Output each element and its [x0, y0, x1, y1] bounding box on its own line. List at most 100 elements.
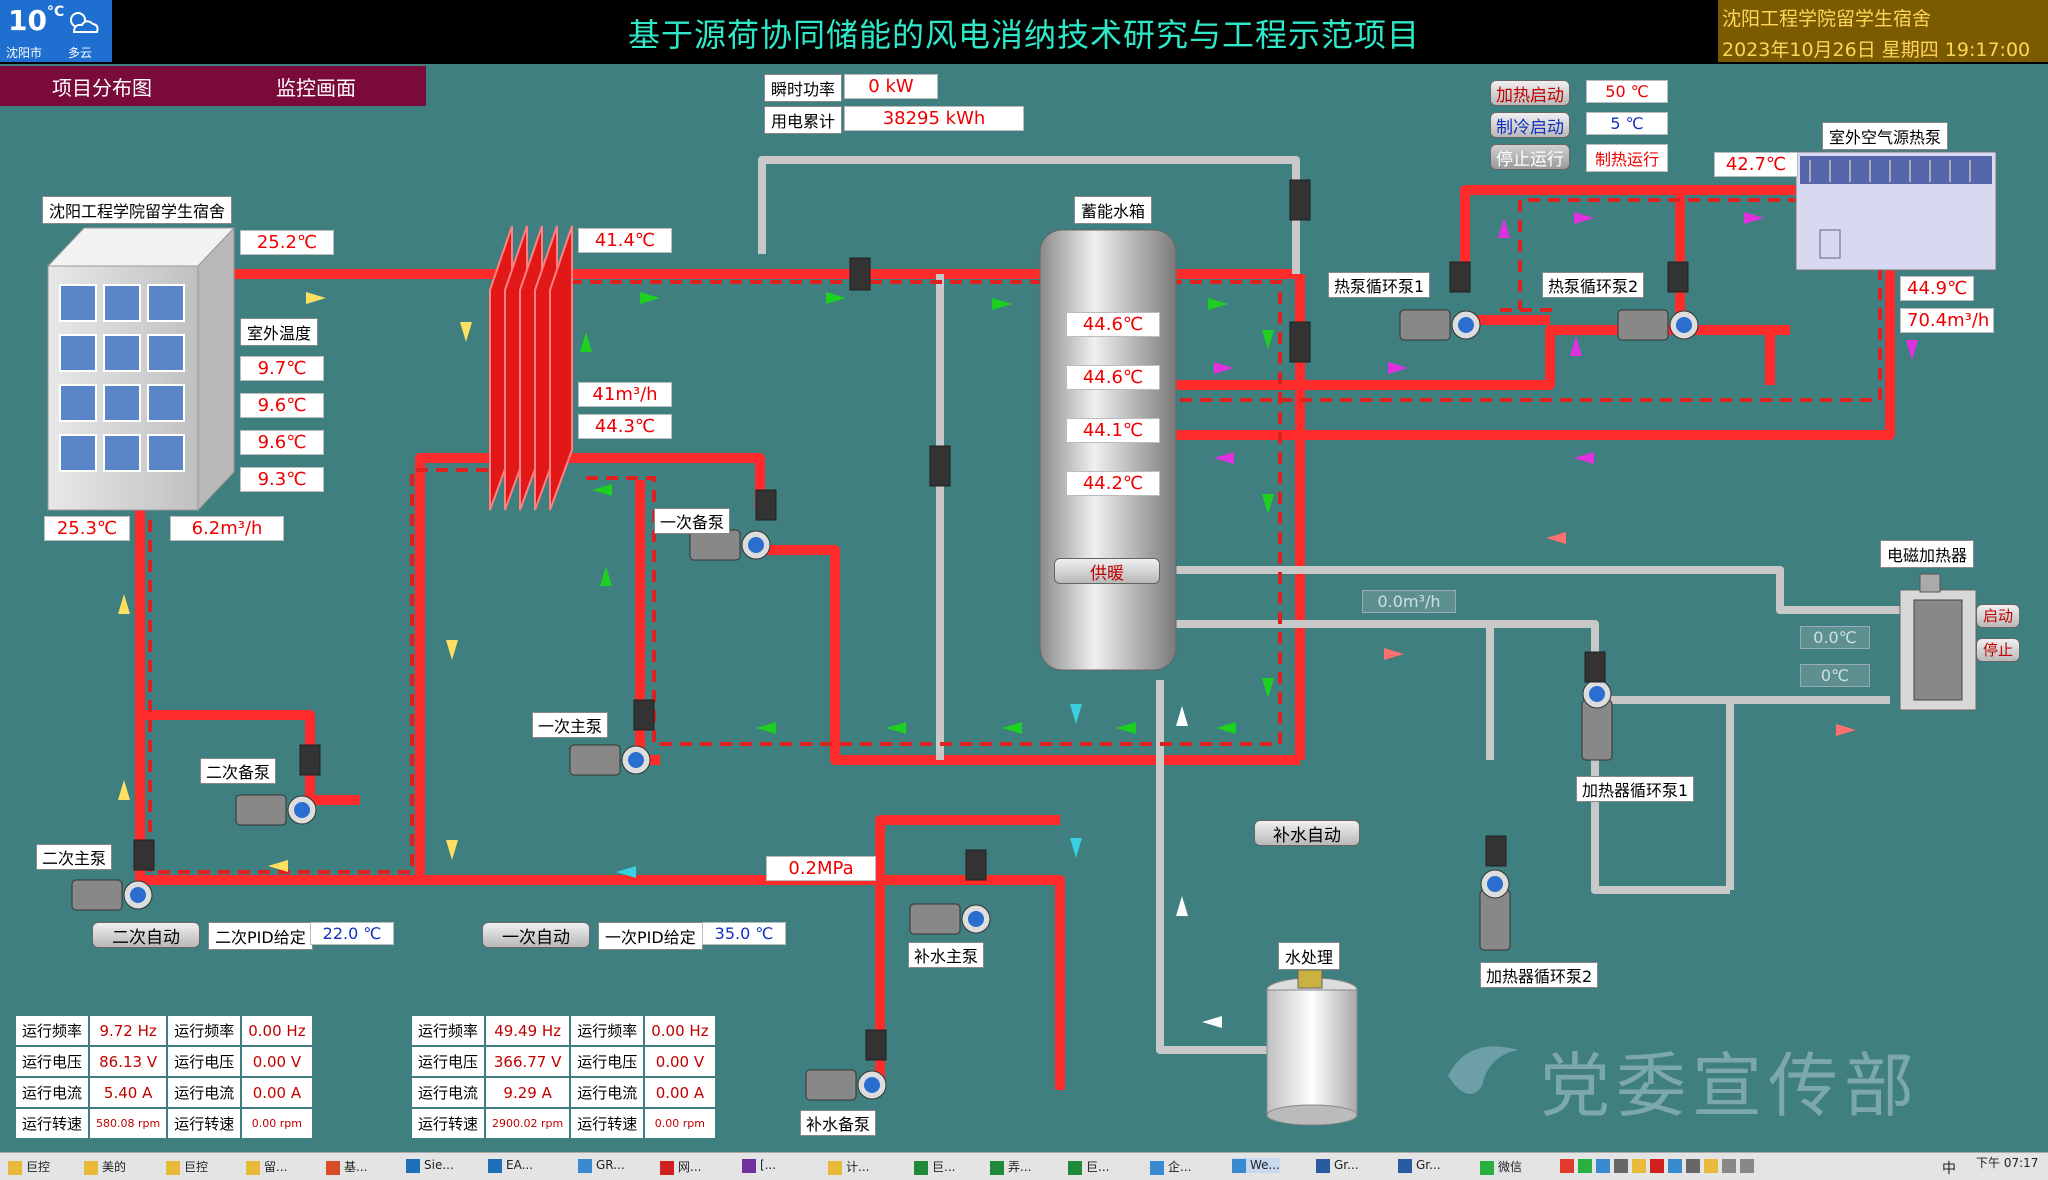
taskbar-item[interactable]: 计... [828, 1158, 869, 1175]
primary-pid-value[interactable]: 35.0 ℃ [702, 922, 786, 945]
secondary-backup-pump-label: 二次备泵 [200, 758, 277, 784]
secondary-backup-current: 0.00 A [240, 1076, 314, 1109]
weather-city: 沈阳市 [6, 46, 43, 60]
stat-label: 运行电流 [569, 1076, 646, 1109]
tray-icon[interactable] [1632, 1158, 1646, 1173]
taskbar-item[interactable]: EA... [488, 1158, 533, 1173]
secondary-main-speed: 580.08 rpm [88, 1107, 169, 1140]
tray-icon[interactable] [1686, 1158, 1700, 1173]
tray-icons[interactable] [1560, 1158, 1758, 1173]
power-value: 0 kW [844, 74, 938, 99]
nav-monitor[interactable]: 监控画面 [276, 76, 356, 100]
tank-temp-1: 44.6℃ [1066, 312, 1160, 337]
header-bar [0, 0, 2048, 64]
building-return-temp: 25.3℃ [44, 516, 130, 541]
weather-widget[interactable]: 10°C 沈阳市 多云 [0, 0, 112, 62]
primary-auto-button[interactable]: 一次自动 [482, 922, 590, 948]
outdoor-temp-3: 9.6℃ [240, 430, 324, 455]
tank-mode-button[interactable]: 供暖 [1054, 558, 1160, 584]
taskbar-item[interactable]: 企... [1150, 1158, 1191, 1175]
building-label: 沈阳工程学院留学生宿舍 [42, 196, 233, 224]
heater-start-button[interactable]: 启动 [1976, 604, 2020, 628]
tray-icon[interactable] [1596, 1158, 1610, 1173]
taskbar-clock[interactable]: 下午 07:17 [1976, 1156, 2039, 1170]
taskbar-item[interactable]: Gr... [1316, 1158, 1359, 1173]
building-flow: 6.2m³/h [170, 516, 284, 541]
tray-icon[interactable] [1614, 1158, 1628, 1173]
heat-start-button[interactable]: 加热启动 [1490, 80, 1570, 106]
weather-condition: 多云 [68, 46, 93, 60]
stop-run-button[interactable]: 停止运行 [1490, 144, 1570, 170]
taskbar: 巨控 美的 巨控 留... 基... Sie... EA... GR... 网.… [0, 1152, 2048, 1180]
secondary-main-pump-label: 二次主泵 [36, 844, 113, 870]
stat-label: 运行电流 [166, 1076, 243, 1109]
watermark-logo-icon [1448, 1046, 1518, 1094]
pressure-value: 0.2MPa [766, 856, 876, 881]
taskbar-item[interactable]: 巨... [1068, 1158, 1109, 1175]
taskbar-item[interactable]: 基... [326, 1158, 367, 1175]
taskbar-item[interactable]: [... [742, 1158, 776, 1173]
tank-label: 蓄能水箱 [1074, 196, 1153, 224]
taskbar-item[interactable]: 巨... [914, 1158, 955, 1175]
primary-backup-pump-label: 一次备泵 [654, 508, 731, 534]
taskbar-item-active[interactable]: We... [1232, 1158, 1280, 1173]
stat-label: 运行频率 [409, 1014, 487, 1047]
makeup-backup-pump-label: 补水备泵 [800, 1110, 877, 1136]
heatpump-mode-status: 制热运行 [1586, 144, 1668, 172]
makeup-auto-button[interactable]: 补水自动 [1254, 820, 1360, 846]
taskbar-item[interactable]: 网... [660, 1158, 701, 1175]
heater-stop-button[interactable]: 停止 [1976, 638, 2020, 662]
energy-label: 用电累计 [764, 106, 843, 134]
taskbar-item[interactable]: 美的 [84, 1158, 126, 1175]
primary-pid-label: 一次PID给定 [598, 922, 703, 950]
secondary-pid-value[interactable]: 22.0 ℃ [310, 922, 394, 945]
cloud-sun-icon [70, 12, 99, 33]
tray-icon[interactable] [1578, 1158, 1592, 1173]
stat-label: 运行频率 [13, 1014, 91, 1047]
primary-main-current: 9.29 A [484, 1076, 572, 1109]
taskbar-item[interactable]: 巨控 [8, 1158, 50, 1175]
outdoor-temp-label: 室外温度 [240, 318, 319, 346]
heatpump-flow: 70.4m³/h [1900, 308, 1994, 333]
storage-tank [1039, 229, 1177, 671]
secondary-backup-volt: 0.00 V [240, 1045, 314, 1078]
secondary-auto-button[interactable]: 二次自动 [92, 922, 200, 948]
heater-temp-2: 0℃ [1800, 664, 1870, 687]
taskbar-item[interactable]: 留... [246, 1158, 287, 1175]
taskbar-item[interactable]: GR... [578, 1158, 625, 1173]
tray-icon[interactable] [1668, 1158, 1682, 1173]
stat-label: 运行电压 [166, 1045, 243, 1078]
speaker-icon[interactable] [1740, 1158, 1754, 1173]
heat-setpoint[interactable]: 50 ℃ [1586, 80, 1668, 103]
tray-icon[interactable] [1560, 1158, 1574, 1173]
taskbar-item[interactable]: Gr... [1398, 1158, 1441, 1173]
cool-start-button[interactable]: 制冷启动 [1490, 112, 1570, 138]
weather-temp: 10 [8, 4, 47, 37]
primary-main-volt: 366.77 V [484, 1045, 572, 1078]
weather-unit: °C [46, 4, 65, 20]
cool-setpoint[interactable]: 5 ℃ [1586, 112, 1668, 135]
ime-indicator[interactable]: 中 [1942, 1161, 1956, 1177]
taskbar-item[interactable]: Sie... [406, 1158, 454, 1173]
taskbar-item[interactable]: 巨控 [166, 1158, 208, 1175]
heatpump-label: 室外空气源热泵 [1822, 122, 1949, 150]
air-source-heat-pump [1795, 151, 1997, 271]
nav-project-distribution[interactable]: 项目分布图 [52, 76, 152, 100]
stat-label: 运行转速 [569, 1107, 646, 1140]
taskbar-item[interactable]: 弄... [990, 1158, 1031, 1175]
stat-label: 运行电压 [569, 1045, 646, 1078]
site-name: 沈阳工程学院留学生宿舍 [1722, 8, 1932, 30]
secondary-main-freq: 9.72 Hz [88, 1014, 169, 1047]
site-info: 沈阳工程学院留学生宿舍 2023年10月26日 星期四 19:17:00 [1718, 0, 2048, 62]
tray-icon[interactable] [1704, 1158, 1718, 1173]
flow-arrows [118, 212, 1918, 1028]
secondary-main-volt: 86.13 V [88, 1045, 169, 1078]
tray-icon[interactable] [1722, 1158, 1736, 1173]
taskbar-item[interactable]: 微信 [1480, 1158, 1522, 1175]
water-treatment-tank [1266, 969, 1358, 1126]
datetime: 2023年10月26日 星期四 19:17:00 [1722, 39, 2031, 61]
tray-icon[interactable] [1650, 1158, 1664, 1173]
secondary-pid-label: 二次PID给定 [208, 922, 313, 950]
